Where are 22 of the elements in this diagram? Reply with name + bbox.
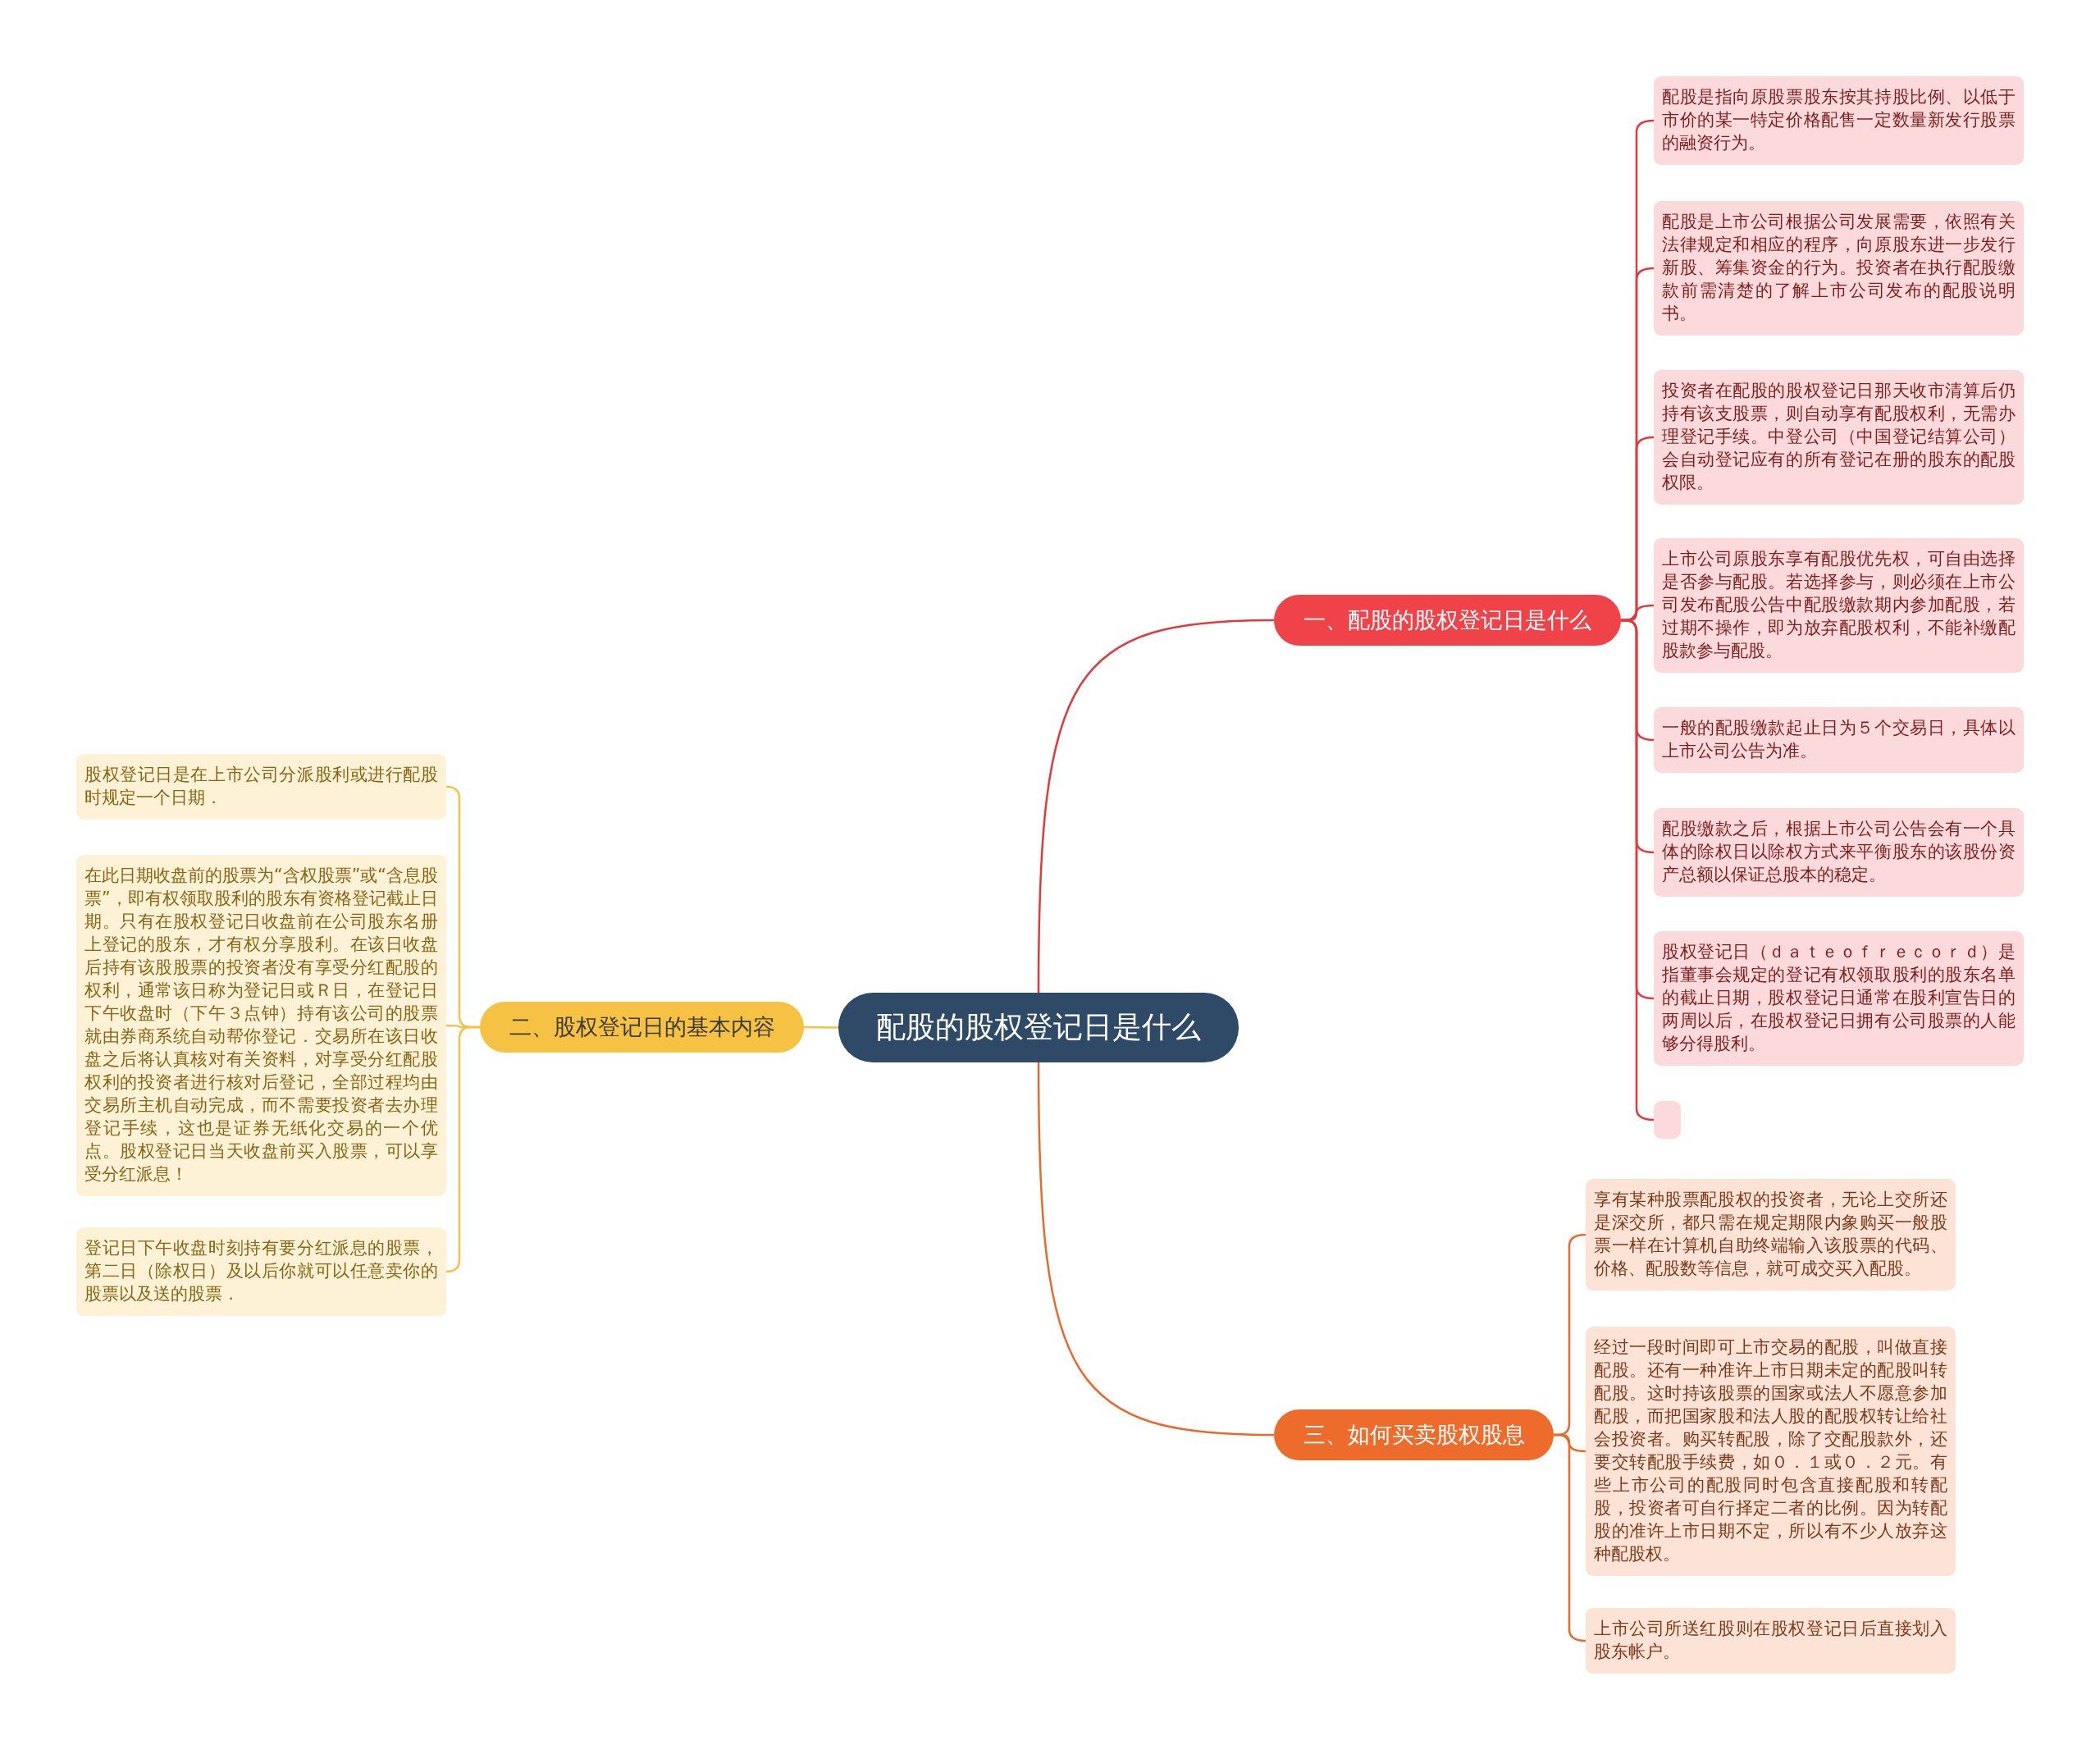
note-card: 经过一段时间即可上市交易的配股，叫做直接配股。还有一种准许上市日期未定的配股叫转配股。这时持该股票的国家或法人不愿意参加配股，而把国家股和法人股的配股权转让给社会投资者。购买转配股，除了交配股款外，还要交转配股手续费，如０．１或０．２元。有些上市公司的配股同时包含直接配股和转配股，投资者可自行择定二者的比例。因为转配股的准许上市日期不定，所以有不少人放弃这种配股权。 [1586, 1327, 1956, 1576]
branch-topic: 二、股权登记日的基本内容 [480, 1002, 804, 1053]
note-card: 股权登记日（ｄａｔｅｏｆｒｅｃｏｒｄ）是指董事会规定的登记有权领取股利的股东名单的截止日期，股权登记日通常在股利宣告日的两周以后，在股权登记日拥有公司股票的人能够分得股利。 [1654, 931, 2024, 1066]
connector-line [445, 1026, 480, 1273]
note-card: 上市公司所送红股则在股权登记日后直接划入股东帐户。 [1586, 1608, 1956, 1674]
central-topic: 配股的股权登记日是什么 [838, 993, 1239, 1062]
note-card: 享有某种股票配股权的投资者，无论上交所还是深交所，都只需在规定期限内象购买一般股票一样在计算机自助终端输入该股票的代码、价格、配股数等信息，就可成交买入配股。 [1586, 1179, 1956, 1290]
note-card: 股权登记日是在上市公司分派股利或进行配股时规定一个日期． [76, 754, 446, 820]
note-card: 上市公司原股东享有配股优先权，可自由选择是否参与配股。若选择参与，则必须在上市公司发布配股公告中配股缴款期内参加配股，若过期不操作，即为放弃配股权利，不能补缴配股款参与配股。 [1654, 538, 2024, 673]
note-card: 配股缴款之后，根据上市公司公告会有一个具体的除权日以除权方式来平衡股东的该股份资产总额以保证总股本的稳定。 [1654, 808, 2024, 897]
connector-line [1037, 1062, 1275, 1437]
branch-topic: 一、配股的股权登记日是什么 [1274, 595, 1621, 646]
connector-line [1037, 619, 1275, 993]
note-card: 配股是指向原股票股东按其持股比例、以低于市价的某一特定价格配售一定数量新发行股票的融资行为。 [1654, 76, 2024, 165]
empty-note-card [1654, 1101, 1681, 1139]
note-card: 投资者在配股的股权登记日那天收市清算后仍持有该支股票，则自动享有配股权利，无需办理登记手续。中登公司（中国登记结算公司）会自动登记应有的所有登记在册的股东的配股权限。 [1654, 370, 2024, 505]
branch-topic: 三、如何买卖股权股息 [1274, 1409, 1554, 1460]
connector-line [804, 1026, 838, 1029]
note-card: 登记日下午收盘时刻持有要分红派息的股票，第二日（除权日）及以后你就可以任意卖你的股票以及送的股票． [76, 1227, 446, 1316]
note-card: 在此日期收盘前的股票为“含权股票”或“含息股票”，即有权领取股利的股东有资格登记截止日期。只有在股权登记日收盘前在公司股东名册上登记的股东，才有权分享股利。在该日收盘后持有该股股票的投资者没有享受分红配股的权利，通常该日称为登记日或Ｒ日，在登记日下午收盘时（下午３点钟）持有该公司的股票就由券商系统自动帮你登记．交易所在该日收盘之后将认真核对有关资料，对享受分红配股权利的投资者进行核对后登记，全部过程均由交易所主机自动完成，而不需要投资者去办理登记手续，这也是证券无纸化交易的一个优点。股权登记日当天收盘前买入股票，可以享受分红派息！ [76, 855, 446, 1196]
note-card: 配股是上市公司根据公司发展需要，依照有关法律规定和相应的程序，向原股东进一步发行新股、筹集资金的行为。投资者在执行配股缴款前需清楚的了解上市公司发布的配股说明书。 [1654, 201, 2024, 336]
note-card: 一般的配股缴款起止日为５个交易日，具体以上市公司公告为准。 [1654, 707, 2024, 773]
